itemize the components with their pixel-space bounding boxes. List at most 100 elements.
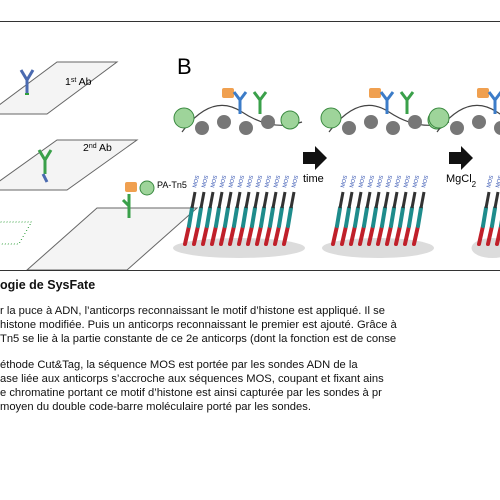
nucleosome bbox=[408, 115, 422, 129]
antibody bbox=[399, 91, 415, 114]
nucleosome bbox=[261, 115, 275, 129]
paragraph-1-line-1: r la puce à ADN, l’anticorps reconnaissa… bbox=[0, 305, 385, 317]
probe-strand: MOS bbox=[394, 175, 412, 246]
nucleosome bbox=[342, 121, 356, 135]
nucleosome-chain bbox=[173, 88, 303, 135]
mos-label: MOS bbox=[264, 175, 273, 189]
paragraph-1-line-2: histone modifiée. Puis un anticorps reco… bbox=[0, 319, 397, 331]
mos-label: MOS bbox=[340, 175, 349, 189]
antibody bbox=[487, 91, 500, 114]
protein-a bbox=[369, 88, 381, 98]
nucleosome bbox=[239, 121, 253, 135]
mos-label: MOS bbox=[358, 175, 367, 189]
probe-strand: MOS bbox=[264, 175, 282, 246]
mos-label: MOS bbox=[376, 175, 385, 189]
probe-strand: MOS bbox=[367, 175, 385, 246]
probe-strand: MOS bbox=[495, 219, 500, 246]
probe-strand: MOS bbox=[219, 175, 237, 246]
pa-tn5-label: PA-Tn5 bbox=[157, 180, 187, 190]
mos-label: MOS bbox=[486, 175, 495, 189]
chromatin-complexes bbox=[173, 88, 500, 135]
chip-slide-3 bbox=[0, 207, 199, 270]
array-base bbox=[173, 238, 305, 258]
mos-label: MOS bbox=[282, 175, 291, 189]
probe-strand: MOS bbox=[237, 175, 255, 246]
paragraph-2-line-3: e chromatine portant ce motif d’histone … bbox=[0, 387, 382, 399]
mgcl2-label: MgCl2 bbox=[446, 173, 477, 189]
mos-label: MOS bbox=[495, 175, 500, 189]
paragraph-2-line-2: ase liée aux anticorps s’accroche aux sé… bbox=[0, 373, 384, 385]
paragraph-1-line-3: Tn5 se lie à la partie constante de ce 2… bbox=[0, 333, 397, 345]
probe-strand: MOS bbox=[376, 175, 394, 246]
probe-strand: MOS bbox=[403, 175, 421, 246]
tn5-enzyme bbox=[428, 107, 450, 129]
secondary-ab-label: 2nd Ab bbox=[83, 142, 112, 154]
chip-slide-2 bbox=[0, 139, 139, 191]
mos-label: MOS bbox=[385, 175, 394, 189]
protein-a bbox=[222, 88, 234, 98]
probe-strand: MOS bbox=[183, 175, 201, 246]
nucleosome bbox=[217, 115, 231, 129]
probe-strand: MOS bbox=[349, 175, 367, 246]
antibody bbox=[252, 91, 268, 114]
probe-strand: MOS bbox=[255, 175, 273, 246]
mos-label: MOS bbox=[394, 175, 403, 189]
time-arrow bbox=[303, 146, 327, 170]
mos-label: MOS bbox=[255, 175, 264, 189]
pa-tn5-icon bbox=[121, 180, 155, 218]
probe-strand: MOS bbox=[228, 175, 246, 246]
tn5-enzyme bbox=[173, 107, 195, 129]
mos-label: MOS bbox=[349, 175, 358, 189]
antibody bbox=[379, 91, 395, 114]
mos-label: MOS bbox=[246, 175, 255, 189]
probe-strand: MOS bbox=[477, 175, 495, 246]
mos-label: MOS bbox=[219, 175, 228, 189]
nucleosome bbox=[494, 121, 500, 135]
secondary-antibody-icon bbox=[37, 149, 53, 183]
mos-label: MOS bbox=[273, 175, 282, 189]
mos-label: MOS bbox=[367, 175, 376, 189]
probe-strand: MOS bbox=[412, 175, 430, 246]
nucleosome bbox=[386, 121, 400, 135]
nucleosome-chain bbox=[320, 88, 450, 135]
probe-strand: MOS bbox=[192, 175, 210, 246]
probe-strand: MOS bbox=[340, 175, 358, 246]
paragraph-2-line-1: éthode Cut&Tag, la séquence MOS est port… bbox=[0, 359, 358, 371]
mos-label: MOS bbox=[228, 175, 237, 189]
antibody bbox=[232, 91, 248, 114]
nucleosome bbox=[450, 121, 464, 135]
probe-strand: MOS bbox=[486, 175, 500, 246]
mos-label: MOS bbox=[192, 175, 201, 189]
tn5-enzyme bbox=[280, 110, 300, 130]
probe-strand: MOS bbox=[201, 175, 219, 246]
nucleosome-chain bbox=[428, 88, 500, 135]
time-label: time bbox=[303, 173, 324, 185]
mos-label: MOS bbox=[237, 175, 246, 189]
nucleosome bbox=[195, 121, 209, 135]
protein-a bbox=[477, 88, 489, 98]
probe-strand: MOS bbox=[273, 175, 291, 246]
mos-label: MOS bbox=[421, 175, 430, 189]
mos-label: MOS bbox=[201, 175, 210, 189]
probe-strand: MOS bbox=[282, 175, 300, 246]
probe-strand: MOS bbox=[246, 175, 264, 246]
primary-antibody-icon bbox=[19, 69, 35, 95]
mgcl2-arrow bbox=[449, 146, 473, 170]
mos-label: MOS bbox=[291, 175, 300, 189]
mos-label: MOS bbox=[210, 175, 219, 189]
primary-ab-label: 1st Ab bbox=[65, 76, 92, 88]
paragraph-2-line-4: moyen du double code-barre moléculaire p… bbox=[0, 401, 311, 413]
probe-strand: MOS bbox=[331, 175, 349, 246]
panel-b-label: B bbox=[177, 54, 192, 79]
nucleosome bbox=[472, 115, 486, 129]
mos-label: MOS bbox=[412, 175, 421, 189]
nucleosome bbox=[364, 115, 378, 129]
chip-slide-1 bbox=[0, 61, 119, 115]
caption-title: ogie de SysFate bbox=[0, 278, 96, 292]
probe-strand: MOS bbox=[210, 175, 228, 246]
probe-strand: MOS bbox=[358, 175, 376, 246]
probe-strand: MOS bbox=[385, 175, 403, 246]
